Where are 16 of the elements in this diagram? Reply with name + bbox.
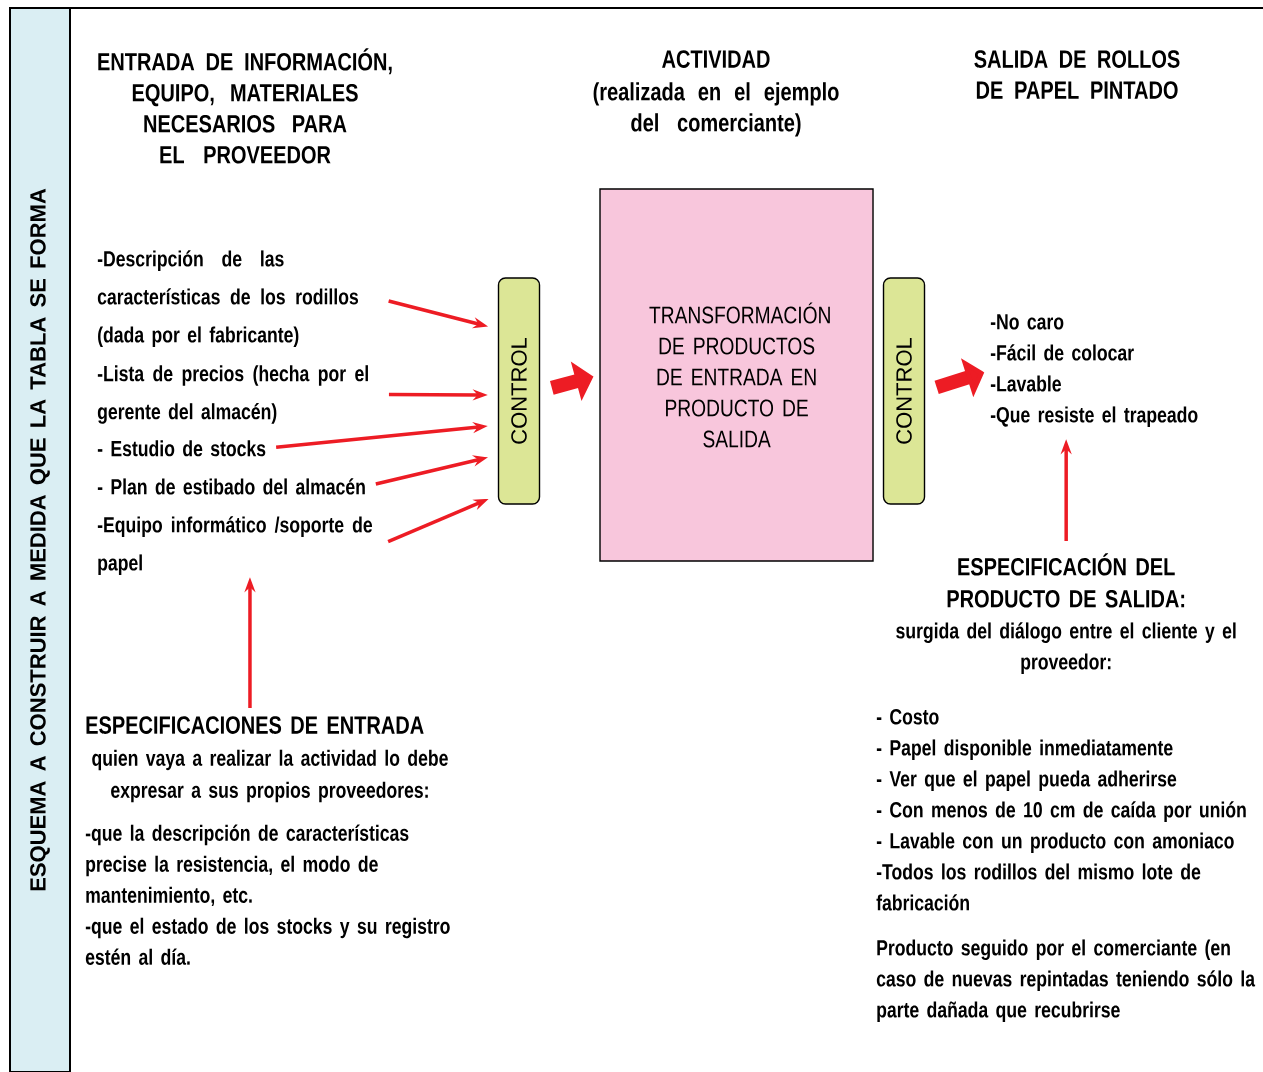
column-heading: SALIDA DE ROLLOS DE PAPEL PINTADO: [974, 50, 1180, 99]
side-band: ESQUEMA A CONSTRUIR A MEDIDA QUE LA TABLA SE FORMA: [9, 7, 71, 1072]
subheading: (realizada en el ejemplo del comerciante): [593, 82, 839, 137]
process-box: TRANSFORMACIÓN DE PRODUCTOS DE ENTRADA EN PRODUCTO DE SALIDA: [599, 188, 874, 562]
input-item: -Descripción de las características de los rodillos (dada por el fabricante): [97, 250, 359, 347]
input-item: -Lista de precios (hecha por el gerente del almacén): [97, 365, 368, 424]
output-list: -No caro -Fácil de colocar -Lavable -Que resiste el trapeado: [990, 314, 1198, 427]
input-item: -Equipo informático /soporte de papel: [97, 516, 373, 575]
control-bar: CONTROL: [497, 277, 541, 505]
control-bar: CONTROL: [882, 277, 926, 505]
input-item: - Estudio de stocks: [97, 440, 266, 457]
input-item: - Plan de estibado del almacén: [97, 478, 365, 495]
column-heading: ACTIVIDAD: [662, 50, 770, 68]
specification-text: ESPECIFICACIÓN DEL PRODUCTO DE SALIDA: surgida del diálogo entre el cliente y el proveedor: - Costo - Papel disponible inmediatamente - Ver que el papel pueda adherirse - Con menos de 10 cm de caída por unión - Lavable con un producto con amoniaco -Todos los rodillos del mismo lote de fabricación Producto seguido por el comerciante (en caso de nuevas repintadas teniendo sólo la parte dañada que recubrirse: [876, 553, 1256, 1022]
column-heading: ENTRADA DE INFORMACIÓN, EQUIPO, MATERIALES NECESARIOS PARA EL PROVEEDOR: [98, 48, 392, 164]
specification-text: ESPECIFICACIONES DE ENTRADA quien vaya a realizar la actividad lo debe expresar a sus propios proveedores: -que la descripción de características precise la resistencia, el modo de mantenimiento, etc. -que el estado de los stocks y su registro estén al día.: [85, 716, 450, 965]
